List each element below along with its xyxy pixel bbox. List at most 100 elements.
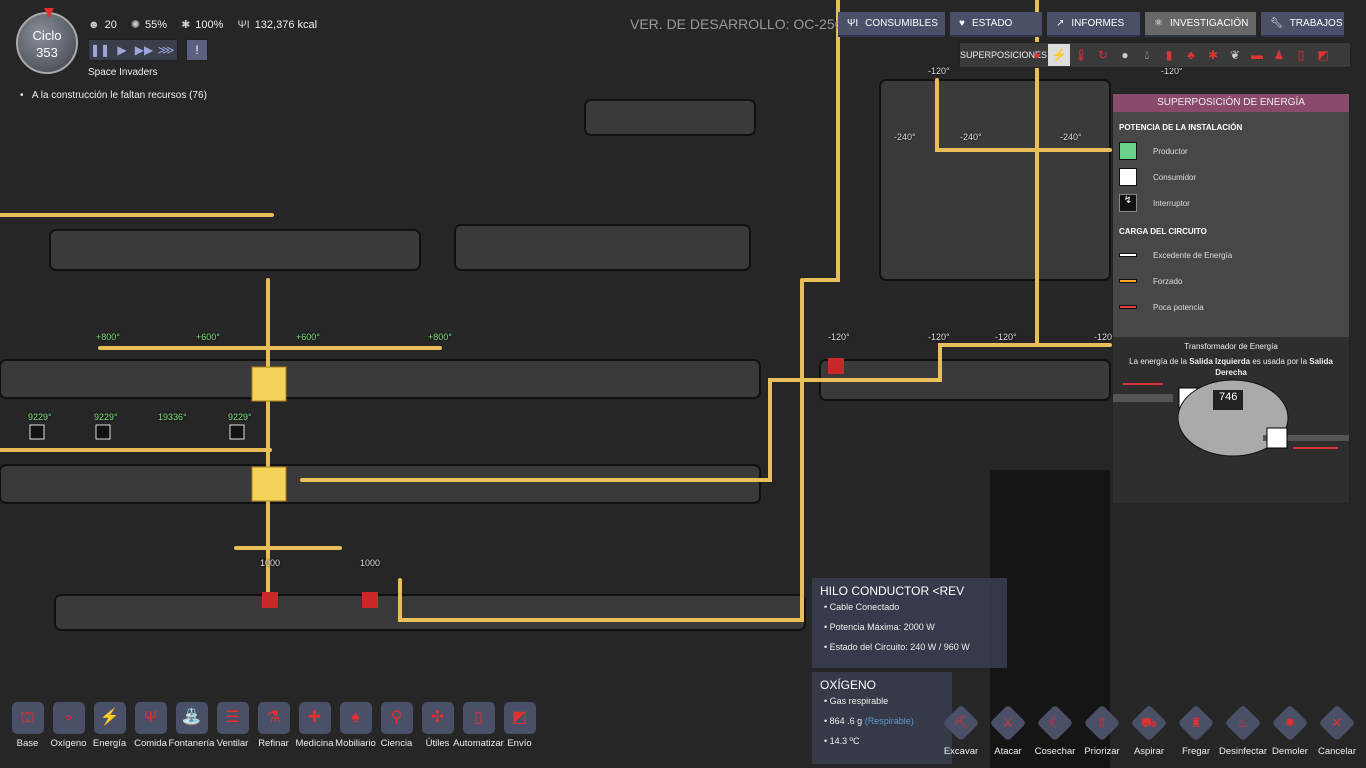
play-speed-3-button[interactable]: ⋙ xyxy=(157,43,175,57)
priority-overlay-icon[interactable]: ♟ xyxy=(1273,48,1285,62)
build-category-12[interactable]: ◩Envío xyxy=(502,702,537,749)
transformer-info: Transformador de Energía La energía de l… xyxy=(1113,337,1349,503)
tool-label: Cancelar xyxy=(1317,746,1357,757)
fork-knife-icon: ΨI xyxy=(847,18,859,29)
cycle-indicator[interactable]: Ciclo 353 xyxy=(16,8,78,74)
build-category-10[interactable]: ✣Útiles xyxy=(420,702,455,749)
decor-overlay-icon[interactable]: ❦ xyxy=(1229,48,1241,62)
battery-label: 9229° xyxy=(94,412,118,422)
tool-8[interactable]: ✕ Cancelar xyxy=(1318,704,1356,757)
consumer-label: -120° xyxy=(928,332,950,342)
tool-5[interactable]: ♜Fregar xyxy=(1177,704,1215,757)
cell-temperature: 14.3 ºC xyxy=(824,736,944,746)
build-category-6[interactable]: ⚗Refinar xyxy=(256,702,291,749)
play-speed-2-button[interactable]: ▶▶ xyxy=(134,43,154,57)
cancel-icon: ✕ xyxy=(1331,715,1343,730)
build-category-4[interactable]: ⛲Fontanería xyxy=(169,702,214,749)
tooltip-title: HILO CONDUCTOR <REV xyxy=(820,584,965,598)
chart-icon: ↗ xyxy=(1056,18,1065,29)
research-button[interactable]: ⚛INVESTIGACIÓN xyxy=(1145,12,1256,37)
build-category-0[interactable]: ⛫Base xyxy=(10,702,45,749)
consumer-label: -120° xyxy=(828,332,850,342)
notification[interactable]: • A la construcción le faltan recursos (… xyxy=(20,90,207,101)
tool-7[interactable]: ✸Demoler xyxy=(1271,704,1309,757)
food-icon: Ψ xyxy=(134,702,167,734)
power-overlay-legend: SUPERPOSICIÓN DE ENERGÍA POTENCIA DE LA … xyxy=(1112,93,1350,503)
category-label: Automatizar xyxy=(453,738,504,749)
priority-icon: ⇧ xyxy=(1096,715,1108,730)
battery-label: 9229° xyxy=(228,412,252,422)
light-overlay-icon[interactable]: ● xyxy=(1121,48,1129,62)
oxygen-overlay-icon[interactable]: ● xyxy=(1033,48,1041,62)
notification-text: A la construcción le faltan recursos (76… xyxy=(31,90,207,101)
calories-stat[interactable]: ΨI 132,376 kcal xyxy=(237,19,317,31)
tool-4[interactable]: ⛟Aspirar xyxy=(1130,704,1168,757)
cycle-number: 353 xyxy=(36,45,58,60)
cell-mass: 864 .6 g (Respirable) xyxy=(824,716,944,726)
duplicants-count: 20 xyxy=(104,18,117,31)
button-label: TRABAJOS xyxy=(1289,18,1343,29)
desc-right: Salida Derecha xyxy=(1215,357,1333,377)
legend-label: Excedente de Energía xyxy=(1153,250,1233,260)
tool-0[interactable]: ⛏Excavar xyxy=(942,704,980,757)
build-category-1[interactable]: ∘Oxígeno xyxy=(51,702,86,749)
transformer-description: La energía de la Salida Izquierda es usa… xyxy=(1113,356,1349,378)
build-category-5[interactable]: ☰Ventilar xyxy=(215,702,250,749)
generator-label: +600° xyxy=(296,332,320,342)
tool-2[interactable]: ☾Cosechar xyxy=(1035,704,1075,757)
temperature-overlay-icon[interactable]: 🌡︎ xyxy=(1073,48,1089,62)
consumer-label: -120° xyxy=(995,332,1017,342)
exosuit-overlay-icon[interactable]: ↻ xyxy=(1097,48,1109,62)
reports-button[interactable]: ↗INFORMES xyxy=(1047,12,1140,37)
plumbing-icon: ⛲ xyxy=(175,702,208,734)
build-category-2[interactable]: ⚡Energía xyxy=(92,702,127,749)
stress-stat[interactable]: ✺55% xyxy=(131,18,167,31)
red-alert-button[interactable]: ! xyxy=(186,39,208,61)
plumbing-overlay-icon[interactable]: 💧︎ xyxy=(1144,47,1150,62)
fork-knife-icon: ΨI xyxy=(237,18,250,31)
build-category-8[interactable]: ♠Mobiliario xyxy=(335,702,376,749)
build-category-11[interactable]: ▯Automatizar xyxy=(453,702,504,749)
pause-button[interactable]: ❚❚ xyxy=(89,43,111,57)
calories-value: 132,376 kcal xyxy=(254,18,318,31)
germ-overlay-icon[interactable]: ✱ xyxy=(1207,48,1219,62)
legend-section-title: POTENCIA DE LA INSTALACIÓN xyxy=(1119,123,1243,132)
shipping-overlay-icon[interactable]: ◩ xyxy=(1317,48,1329,62)
base-icon: ⛫ xyxy=(11,702,44,734)
build-category-9[interactable]: ⚲Ciencia xyxy=(379,702,414,749)
tooltip-line: Estado del Circuito: 240 W / 960 W xyxy=(824,642,999,652)
category-label: Mobiliario xyxy=(335,738,376,749)
legend-strained: Forzado xyxy=(1119,268,1349,294)
tooltip-line: Potencia Máxima: 2000 W xyxy=(824,622,999,632)
attack-icon: ⚔ xyxy=(1002,715,1014,730)
generator-label: +600° xyxy=(196,332,220,342)
rooms-overlay-icon[interactable]: ▬ xyxy=(1251,48,1263,62)
ventilation-overlay-icon[interactable]: ▮ xyxy=(1165,48,1173,62)
version-label: VER. DE DESARROLLO: OC-256131 xyxy=(630,16,866,32)
tool-6[interactable]: ♨Desinfectar xyxy=(1219,704,1267,757)
consumer-label: -240° xyxy=(960,132,982,142)
sickness-stat[interactable]: ✱100% xyxy=(181,18,223,31)
jobs-button[interactable]: 🔧︎ TRABAJOS xyxy=(1261,12,1344,37)
wrench-icon: 🔧︎ xyxy=(1270,18,1283,29)
button-label: ESTADO xyxy=(971,18,1013,29)
play-speed-1-button[interactable]: ▶ xyxy=(117,43,127,57)
duplicants-stat[interactable]: ☻20 xyxy=(88,19,117,31)
automation-overlay-icon[interactable]: ▯ xyxy=(1297,48,1305,62)
category-label: Ciencia xyxy=(380,738,413,749)
power-overlay-icon[interactable]: ⚡ xyxy=(1048,44,1070,66)
tool-1[interactable]: ⚔Atacar xyxy=(989,704,1027,757)
farming-overlay-icon[interactable]: ♣ xyxy=(1187,48,1195,62)
category-label: Medicina xyxy=(295,738,334,749)
tool-3[interactable]: ⇧Priorizar xyxy=(1083,704,1121,757)
utilities-icon: ✣ xyxy=(421,702,454,734)
vitals-button[interactable]: ♥ESTADO xyxy=(950,12,1042,37)
mass-quality: (Respirable) xyxy=(864,716,914,726)
speed-controls: ❚❚ ▶ ▶▶ ⋙ xyxy=(88,39,178,61)
surplus-line xyxy=(1119,253,1137,257)
button-label: INVESTIGACIÓN xyxy=(1169,18,1249,29)
build-category-7[interactable]: ✚Medicina xyxy=(295,702,334,749)
